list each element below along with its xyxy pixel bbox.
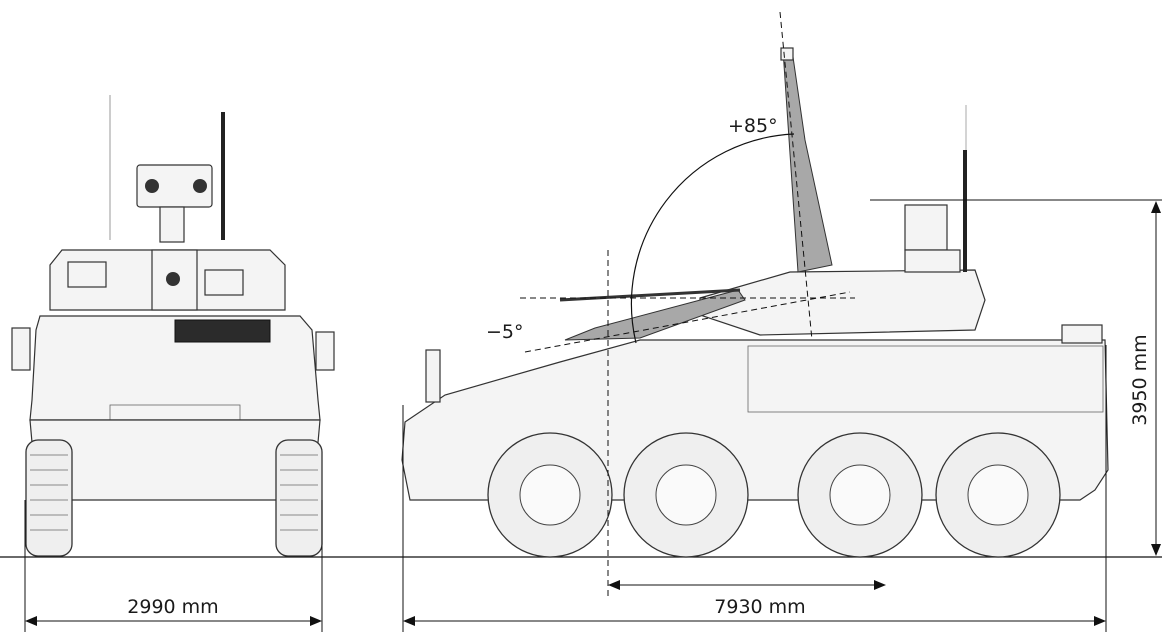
- front-tire-right: [275, 439, 323, 557]
- front-mirror-right: [315, 331, 335, 371]
- height-dimension: 3950 mm: [870, 199, 1162, 556]
- side-sensor-mount: [904, 249, 961, 273]
- side-launcher-depressed: [564, 289, 746, 341]
- side-mirror: [425, 349, 441, 403]
- side-antenna-whip: [963, 150, 967, 272]
- front-sensor-lens-a: [145, 179, 159, 193]
- side-launcher-cap: [780, 47, 794, 61]
- front-mirror-left: [11, 327, 31, 371]
- height-label: 3950 mm: [1129, 334, 1151, 425]
- front-hatch-dark: [174, 319, 271, 343]
- front-width-label: 2990 mm: [127, 596, 218, 618]
- side-sensor: [904, 204, 948, 251]
- pivot-offset-arrow: [608, 580, 886, 590]
- elevation-angle-construction: +85° −5°: [486, 11, 855, 353]
- depression-angle-label: −5°: [486, 321, 524, 343]
- front-antenna-whip: [221, 112, 225, 240]
- front-sensor-lens-b: [193, 179, 207, 193]
- front-tire-tread: [30, 454, 318, 531]
- depression-axis-dashed: [524, 291, 851, 353]
- front-view-vehicle: [11, 95, 335, 557]
- side-rear-module: [747, 345, 1104, 413]
- side-launcher-elevated: [782, 49, 833, 273]
- length-label: 7930 mm: [714, 596, 805, 618]
- front-sensor-mast: [159, 206, 185, 243]
- side-view-vehicle: [401, 47, 1109, 558]
- front-width-dimension: 2990 mm: [24, 500, 323, 632]
- length-dimension: 7930 mm: [402, 345, 1107, 632]
- side-rear-box: [1061, 324, 1103, 344]
- front-turret-box-right: [204, 269, 244, 296]
- front-turret-box-left: [67, 261, 107, 288]
- side-wheels: [487, 432, 1061, 558]
- elevation-arc: [630, 133, 795, 344]
- front-tire-left: [25, 439, 73, 557]
- elevation-angle-label: +85°: [728, 115, 778, 137]
- side-turret-body: [699, 269, 986, 336]
- front-gun-bore: [166, 272, 180, 286]
- vertical-axis-dashed: [779, 11, 813, 341]
